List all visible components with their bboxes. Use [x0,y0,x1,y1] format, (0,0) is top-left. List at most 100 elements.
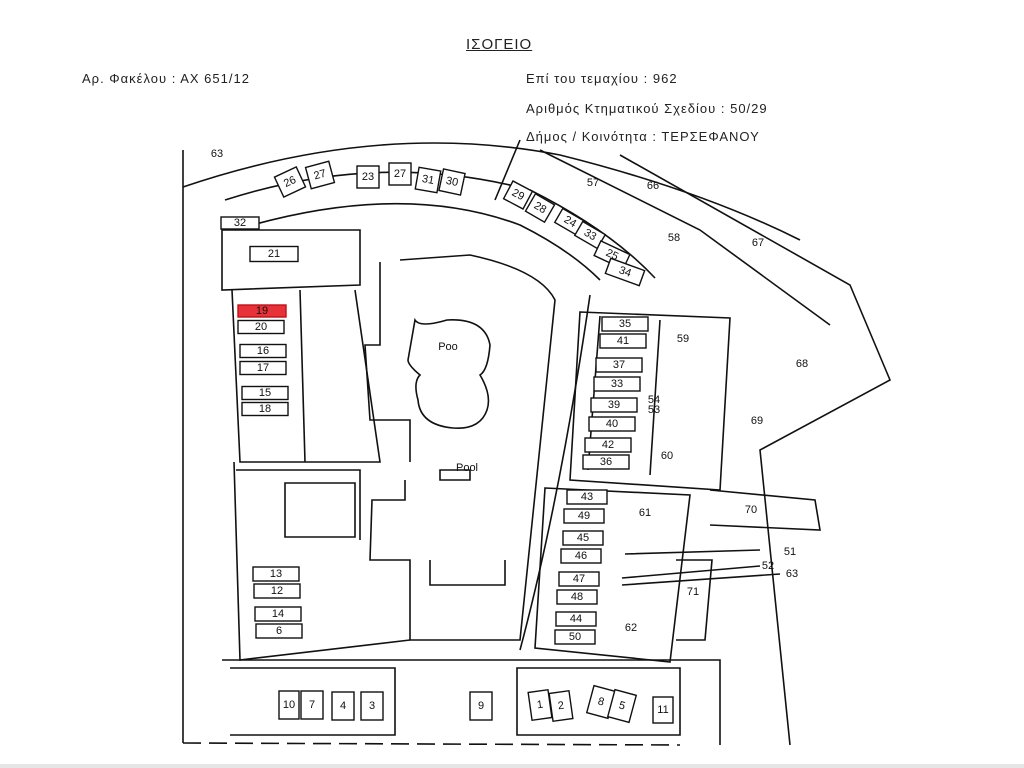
unit-33: 33 [573,220,607,250]
unit-label: 21 [268,248,280,260]
unit-27: 27 [304,160,336,190]
unit-label: 44 [570,613,582,625]
unit-box [548,689,574,723]
unit-35: 35 [601,316,649,332]
zone-label-61: 61 [639,507,651,519]
unit-box [555,611,597,627]
unit-label: 1 [536,699,544,712]
unit-label: 40 [606,418,618,430]
unit-box [562,530,604,546]
unit-box [582,454,630,470]
unit-label: 7 [309,699,315,711]
unit-34: 34 [604,257,646,287]
unit-label: 25 [604,247,620,263]
unit-box [606,688,638,724]
unit-label: 15 [259,387,271,399]
unit-14: 14 [254,606,302,622]
unit-label: 34 [617,264,633,279]
unit-label: 33 [582,227,599,244]
unit-box [273,166,307,198]
unit-box [584,437,632,453]
unit-label: 43 [581,491,593,503]
unit-1: 1 [527,688,553,722]
unit-11: 11 [652,696,674,724]
unit-20: 20 [237,319,285,335]
unit-45: 45 [562,530,604,546]
unit-box [253,583,301,599]
unit-box [237,304,287,318]
unit-44: 44 [555,611,597,627]
unit-box [599,333,647,349]
zone-label-62: 62 [625,622,637,634]
unit-box [241,401,289,417]
unit-label: 11 [657,704,668,716]
unit-19-highlighted: 19 [237,304,287,318]
unit-label: 2 [557,700,565,713]
unit-box [220,216,260,230]
unit-label: 27 [394,168,406,180]
unit-box [556,589,598,605]
unit-box [593,376,641,392]
unit-label: 47 [573,573,585,585]
unit-37: 37 [595,357,643,373]
unit-box [560,548,602,564]
unit-label: 32 [234,217,246,229]
unit-box [331,691,355,721]
unit-10: 10 [278,690,300,720]
unit-36: 36 [582,454,630,470]
unit-label: 49 [578,510,590,522]
unit-label: 41 [617,335,629,347]
cadastral-plan-number: Αριθμός Κτηματικού Σχεδίου : 50/29 [526,101,768,116]
unit-box [558,571,600,587]
unit-label: 48 [571,591,583,603]
unit-label: 42 [602,439,614,451]
unit-label: 8 [596,695,605,708]
unit-label: 12 [271,585,283,597]
zone-label-63: 63 [786,568,798,580]
unit-33: 33 [593,376,641,392]
unit-box [502,180,534,210]
unit-6: 6 [255,623,303,639]
zone-label-71: 71 [687,586,699,598]
unit-50: 50 [554,629,596,645]
unit-2: 2 [548,689,574,723]
unit-label: 10 [283,699,295,711]
unit-box [300,690,324,720]
unit-label: 31 [421,173,435,187]
unit-box [563,508,605,524]
plan-title: ΙΣΟΓΕΙΟ [466,36,533,53]
unit-box [304,160,336,190]
unit-label: 37 [613,359,625,371]
unit-box [241,385,289,401]
unit-box [254,606,302,622]
unit-label: 14 [272,608,284,620]
unit-label: 19 [256,305,268,317]
unit-label: 5 [617,699,626,712]
unit-box [524,192,556,224]
unit-label: 30 [445,175,459,189]
walls [182,139,892,746]
zone-label-67: 67 [752,237,764,249]
unit-label: 50 [569,631,581,643]
unit-21: 21 [249,245,299,263]
zone-label-57: 57 [587,177,599,189]
zone-label-70: 70 [745,504,757,516]
zone-label-60: 60 [661,450,673,462]
unit-15: 15 [241,385,289,401]
unit-42: 42 [584,437,632,453]
unit-box [414,166,442,194]
file-number: Αρ. Φακέλου : ΑΧ 651/12 [82,71,250,86]
unit-label: 45 [577,532,589,544]
unit-43: 43 [566,489,608,505]
unit-40: 40 [588,416,636,432]
unit-label: 46 [575,550,587,562]
unit-label: 16 [257,345,269,357]
unit-47: 47 [558,571,600,587]
unit-box [595,357,643,373]
unit-label: 24 [562,214,579,231]
unit-31: 31 [414,166,442,194]
unit-box [604,257,646,287]
unit-box [590,397,638,413]
